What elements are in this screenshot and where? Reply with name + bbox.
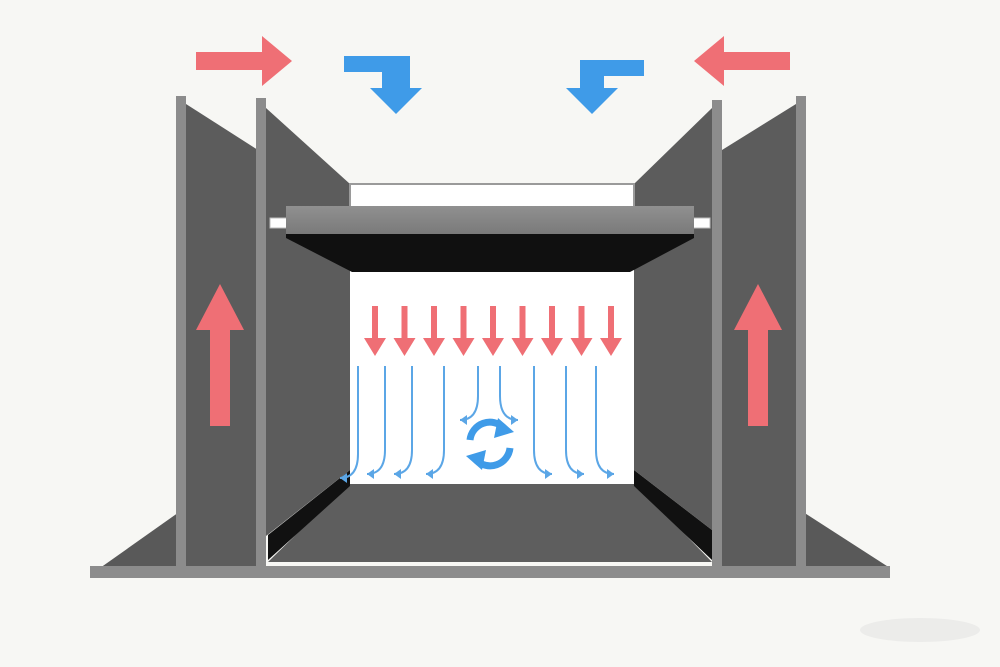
hot-air-down-arrow-icon [570, 306, 593, 356]
hot-air-upward-arrow-icon-right [734, 284, 782, 426]
downflow-arrows [364, 306, 622, 356]
airflow-line-arrowhead [340, 473, 347, 483]
airflow-line-arrowhead [607, 469, 614, 479]
hot-air-down-arrow-icon [364, 306, 386, 356]
left-inner-panel [266, 108, 350, 536]
roof-slab-underside [286, 234, 694, 272]
right-inner-post [712, 100, 722, 568]
base-right-wedge [800, 510, 890, 568]
floor-edge-shadow-right [634, 470, 712, 560]
right-outer-post [796, 96, 806, 568]
recirculation-icon [466, 418, 514, 470]
flow-lines [339, 366, 615, 483]
left-inner-post [256, 98, 266, 568]
airflow-line-arrowhead [394, 469, 401, 479]
hot-air-down-arrow-icon [423, 306, 445, 356]
hot-air-horizontal-arrow-icon-left [196, 36, 292, 86]
airflow-line-arrowhead [460, 415, 467, 425]
hot-air-down-arrow-icon [541, 306, 563, 356]
roof-side-rail-right [691, 217, 711, 229]
airflow-line-arrowhead [577, 469, 584, 479]
airflow-line-arrowhead [511, 415, 518, 425]
hot-air-horizontal-arrow-icon-right [694, 36, 790, 86]
roof-side-rail-left [269, 217, 289, 229]
hot-air-down-arrow-icon [511, 306, 534, 356]
floor-shadow [860, 618, 980, 642]
airflow-line-arrowhead [426, 469, 433, 479]
floor-edge-shadow-left [268, 470, 350, 560]
airflow-line-arrowhead [367, 469, 374, 479]
hot-air-upward-arrow-icon-left [196, 284, 244, 426]
hot-air-down-arrow-icon [482, 306, 504, 356]
cold-air-supply-arrow-icon-left [344, 56, 422, 114]
tunnel-floor [268, 482, 712, 562]
cold-air-supply-arrow-icon-right [566, 60, 644, 114]
base-left-wedge [100, 510, 182, 568]
hot-air-down-arrow-icon [600, 306, 622, 356]
left-outer-post [176, 96, 186, 568]
right-inner-panel [634, 108, 712, 530]
roof-slab-top [286, 206, 694, 234]
base-plate [90, 566, 890, 578]
top-opening [349, 183, 635, 209]
interior-back-wall [350, 270, 634, 484]
hot-air-down-arrow-icon [452, 306, 475, 356]
hot-air-down-arrow-icon [393, 306, 416, 356]
airflow-line-arrowhead [545, 469, 552, 479]
